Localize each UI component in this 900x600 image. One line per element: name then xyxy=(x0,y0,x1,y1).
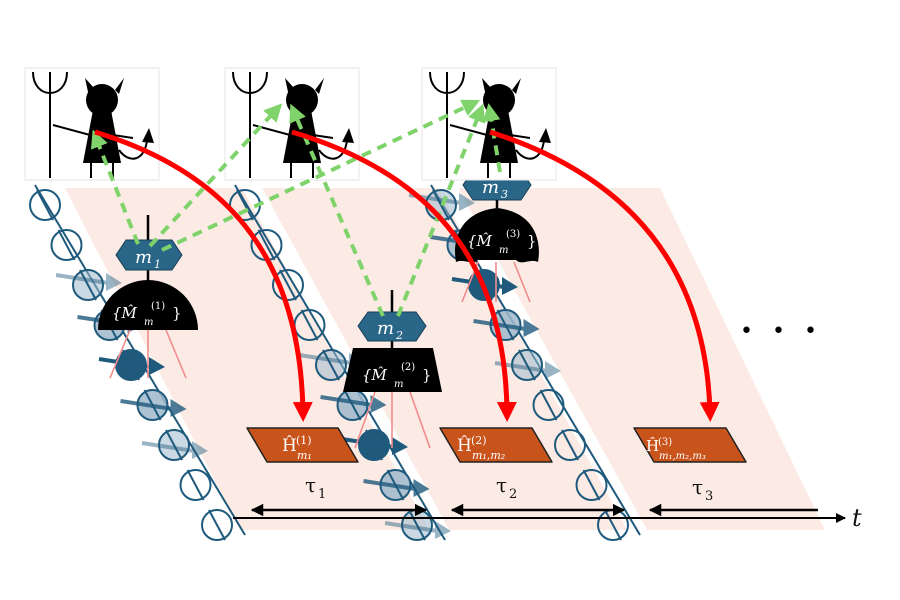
qubit xyxy=(50,229,83,261)
operator-2-sub: m xyxy=(394,379,403,390)
interval-2-sub: 2 xyxy=(509,487,517,502)
spin-arrow xyxy=(384,521,451,539)
qubit xyxy=(532,389,565,421)
qubit xyxy=(575,469,608,501)
hamiltonian-3: Ĥ (3) m₁,m₂,m₃ xyxy=(633,427,747,463)
operator-1-sup: (1) xyxy=(151,301,165,312)
qubit xyxy=(272,269,304,301)
hamiltonian-2-sup: (2) xyxy=(471,434,487,447)
continuation-ellipsis: • • • xyxy=(740,319,823,344)
operator-2-close: } xyxy=(422,366,432,384)
operator-3-close: } xyxy=(527,232,537,250)
operator-2-label: {M̂ xyxy=(362,366,388,384)
feedback-arrow-3 xyxy=(489,129,720,422)
measurement-operator-1 xyxy=(98,280,198,330)
measurement-operator-2 xyxy=(343,348,442,392)
outcome-2-sub: 2 xyxy=(395,329,403,342)
link-m1-agent3 xyxy=(161,99,481,252)
adversary-panel-1 xyxy=(24,67,160,181)
spin-arrow xyxy=(473,319,540,337)
outcome-1-sub: 1 xyxy=(154,258,161,271)
operator-1-close: } xyxy=(172,304,182,322)
operator-3-label: {M̂ xyxy=(467,232,493,250)
interval-3-sub: 3 xyxy=(705,489,713,504)
hamiltonian-2-symbol: Ĥ xyxy=(457,435,472,456)
operator-3-sup: (3) xyxy=(506,229,520,240)
spin-arrow xyxy=(341,437,408,455)
spin-arrow xyxy=(141,441,208,459)
outcome-tag-2 xyxy=(357,311,427,342)
hamiltonian-3-sub: m₁,m₂,m₃ xyxy=(659,451,706,462)
operator-1-sub: m xyxy=(144,317,153,328)
feedback-arrow-1 xyxy=(94,129,313,422)
spin-arrow xyxy=(120,399,187,417)
operator-2-sup: (2) xyxy=(401,362,415,373)
interval-1-sub: 1 xyxy=(318,487,326,502)
operator-1-label: {M̂ xyxy=(112,304,138,322)
interval-2-symbol: τ xyxy=(496,473,507,497)
link-m1-agent2 xyxy=(148,103,283,248)
interval-labels: τ 1 τ 2 τ 3 xyxy=(305,473,713,504)
feedback-arrow-2 xyxy=(291,129,517,422)
hamiltonian-1-sup: (1) xyxy=(296,434,312,447)
feedback-arrows xyxy=(94,129,720,422)
operator-3-sub: m xyxy=(499,245,508,256)
hamiltonian-1: Ĥ (1) m₁ xyxy=(246,427,359,463)
hamiltonian-1-sub: m₁ xyxy=(297,449,312,462)
hamiltonian-3-symbol: Ĥ xyxy=(646,437,659,455)
hamiltonian-2-sub: m₁,m₂ xyxy=(472,449,505,462)
qubit xyxy=(201,509,233,541)
link-m2-agent2 xyxy=(289,103,385,317)
time-evolution-band xyxy=(65,188,825,530)
qubit xyxy=(554,429,586,461)
interval-1-symbol: τ xyxy=(305,473,316,497)
outcome-3-label: m xyxy=(482,177,499,198)
spin-arrow xyxy=(320,395,387,413)
time-axis-label: t xyxy=(852,504,862,532)
spin-arrow xyxy=(55,273,122,291)
adversary-panel-2 xyxy=(224,67,360,181)
outcome-1-label: m xyxy=(135,247,152,268)
interval-3-symbol: τ xyxy=(692,475,703,499)
classical-links xyxy=(90,99,502,317)
spin-arrow xyxy=(363,479,430,497)
hamiltonian-2: Ĥ (2) m₁,m₂ xyxy=(439,427,553,463)
measurement-1: m 1 {M̂ m (1) } xyxy=(98,215,198,330)
qubit xyxy=(179,469,212,501)
link-m1-agent1 xyxy=(90,129,140,245)
qubit xyxy=(29,189,61,221)
outcome-3-sub: 3 xyxy=(501,188,508,201)
spin-arrow xyxy=(98,357,165,375)
adversary-panel-3 xyxy=(421,67,557,181)
light-cones xyxy=(109,261,531,449)
measurement-2: m 2 {M̂ m (2) } xyxy=(343,290,442,392)
outcome-2-label: m xyxy=(377,318,394,339)
hamiltonian-1-symbol: Ĥ xyxy=(282,435,297,456)
qubit-chain-1 xyxy=(29,184,246,541)
hamiltonian-3-sup: (3) xyxy=(658,437,672,448)
measurement-operator-3 xyxy=(455,208,539,263)
